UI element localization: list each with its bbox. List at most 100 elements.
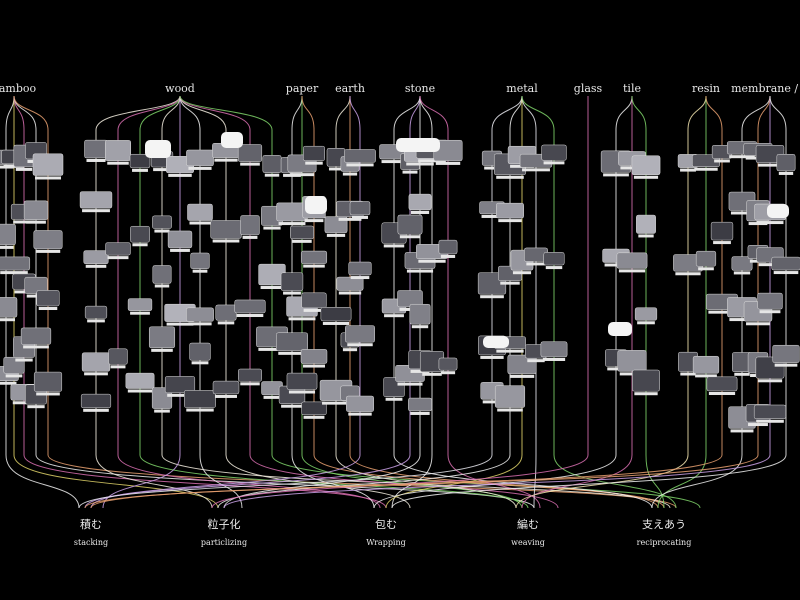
project-thumbnail: [24, 276, 48, 298]
project-image: [164, 376, 196, 394]
project-caption-bar: [604, 263, 628, 267]
project-caption-bar: [154, 409, 170, 413]
technique-particlizing: 粒子化 particlizing: [201, 516, 247, 547]
material-label-glass: glass: [573, 82, 603, 95]
project-image: [212, 380, 240, 395]
project-caption-bar: [260, 286, 284, 290]
project-caption-bar: [410, 210, 430, 214]
project-caption-bar: [322, 401, 350, 405]
project-thumbnail: [80, 393, 112, 412]
project-caption-bar: [288, 390, 316, 394]
project-thumbnail: [104, 140, 132, 165]
project-thumbnail: [616, 252, 648, 273]
project-caption-bar: [214, 158, 238, 162]
merge-line-stone: [393, 454, 653, 509]
project-thumbnail: [494, 385, 526, 412]
project-caption-bar: [166, 322, 194, 326]
project-thumbnail-highlight: [608, 322, 632, 336]
project-image: [262, 155, 282, 173]
project-image: [634, 307, 658, 321]
merge-line-earth: [90, 454, 361, 509]
project-caption-bar: [348, 412, 372, 416]
project-image: [771, 256, 800, 271]
project-caption-bar: [342, 172, 358, 176]
project-caption-bar: [0, 245, 14, 249]
project-image: [695, 250, 717, 267]
project-image: [33, 371, 63, 392]
project-thumbnail: [20, 327, 52, 349]
project-caption-bar: [110, 365, 126, 369]
project-caption-bar: [526, 262, 546, 266]
project-image: [636, 214, 656, 234]
technique-weaving-en: weaving: [511, 538, 545, 547]
project-caption-bar: [713, 241, 731, 245]
project-caption-bar: [500, 281, 520, 285]
project-thumbnail: [438, 357, 458, 375]
project-thumbnail: [84, 305, 108, 323]
project-caption-bar: [385, 397, 403, 401]
project-caption-bar: [383, 244, 405, 248]
project-caption-bar: [87, 319, 105, 323]
project-caption-bar: [263, 226, 281, 230]
project-caption-bar: [496, 349, 524, 353]
project-thumbnail: [0, 223, 16, 249]
branch-line-wood: [161, 95, 181, 455]
project-thumbnail: [771, 256, 800, 275]
project-thumbnail: [212, 380, 240, 398]
project-caption-bar: [619, 372, 645, 376]
project-caption-bar: [757, 379, 783, 383]
project-image: [300, 349, 328, 364]
project-caption-bar: [192, 269, 208, 273]
project-caption-bar: [14, 290, 34, 294]
project-caption-bar: [440, 371, 456, 375]
project-caption-bar: [215, 394, 237, 398]
project-thumbnail: [33, 230, 63, 253]
project-caption-bar: [637, 321, 655, 325]
technique-wrapping-en: Wrapping: [366, 538, 406, 547]
merge-line-metal: [533, 454, 537, 509]
project-caption-bar: [675, 272, 701, 276]
merge-line-paper: [291, 454, 375, 509]
branch-line-metal: [521, 95, 555, 455]
project-image: [731, 256, 753, 271]
project-image: [189, 342, 211, 361]
branch-line-resin: [687, 95, 707, 455]
project-image: [438, 357, 458, 371]
project-image: [344, 149, 376, 163]
project-image: [184, 390, 216, 408]
project-caption-bar: [756, 419, 784, 423]
project-thumbnail: [540, 341, 568, 361]
technique-wrapping-jp: 包む: [375, 518, 397, 531]
project-caption-bar: [83, 408, 109, 412]
project-caption-bar: [406, 269, 434, 273]
project-caption-bar: [527, 359, 545, 363]
project-thumbnail: [731, 256, 753, 275]
project-image: [127, 298, 153, 311]
project-image: [290, 225, 314, 240]
merge-line-membrane: [84, 454, 759, 509]
project-image: [234, 299, 266, 314]
project-caption-bar: [84, 372, 108, 376]
project-thumbnail: [753, 404, 787, 423]
project-thumbnail: [23, 200, 49, 224]
project-thumbnail: [237, 144, 263, 166]
project-image: [238, 368, 262, 382]
project-image: [692, 355, 720, 374]
project-caption-bar: [281, 404, 303, 408]
project-thumbnail: [695, 250, 717, 271]
project-thumbnail: [190, 252, 210, 273]
project-image: [215, 304, 237, 321]
project-caption-bar: [522, 168, 550, 172]
project-caption-bar: [497, 408, 523, 412]
project-caption-bar: [758, 263, 782, 267]
project-image: [83, 250, 109, 265]
project-image: [33, 230, 63, 250]
project-image: [772, 344, 800, 363]
project-image: [409, 303, 431, 325]
project-image: [617, 350, 647, 372]
project-caption-bar: [283, 291, 301, 295]
project-image: [79, 191, 113, 209]
project-thumbnail: [692, 355, 720, 378]
project-thumbnail: [344, 149, 376, 167]
project-caption-bar: [5, 374, 23, 378]
